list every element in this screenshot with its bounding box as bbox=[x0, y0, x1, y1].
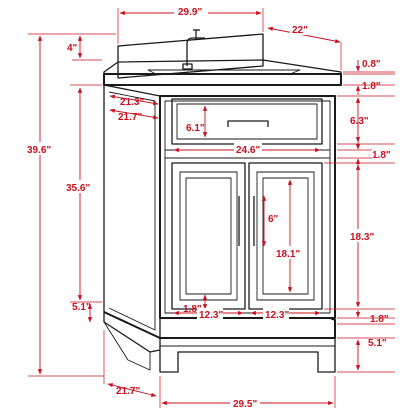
label-side-base-height: 5.1" bbox=[72, 302, 91, 313]
label-side-depth-lower: 21.7" bbox=[118, 112, 142, 123]
cabinet-front bbox=[159, 95, 336, 319]
label-door-width-right: 12.3" bbox=[265, 310, 289, 321]
faucet bbox=[182, 29, 205, 70]
label-cabinet-height: 35.6" bbox=[66, 183, 90, 194]
countertop-top bbox=[103, 59, 342, 75]
label-handle-length: 6" bbox=[268, 214, 279, 225]
label-drawer-height: 6.1" bbox=[186, 123, 205, 134]
label-rail-height: 1.8" bbox=[372, 150, 391, 161]
label-leg-height: 5.1" bbox=[368, 338, 387, 349]
label-total-height: 39.6" bbox=[27, 145, 51, 156]
label-top-depth: 22" bbox=[292, 25, 308, 36]
left-door bbox=[171, 162, 246, 310]
drawer bbox=[171, 98, 323, 145]
right-door bbox=[248, 162, 323, 310]
base-plinth bbox=[103, 311, 336, 373]
label-top-width: 29.9" bbox=[178, 7, 202, 18]
label-top-edge: 1.8" bbox=[362, 81, 381, 92]
label-door-bottom-rail: 1.8" bbox=[183, 304, 202, 315]
label-drawer-gap: 6.3" bbox=[350, 116, 369, 127]
dimension-labels: 29.9" 22" 4" 39.6" 35.6" 5.1" 21.3" 21.7… bbox=[25, 4, 391, 410]
label-base-depth: 21.7" bbox=[116, 386, 140, 397]
label-base-width: 29.5" bbox=[233, 399, 257, 410]
label-base-rail: 1.8" bbox=[370, 314, 389, 325]
label-door-width-left: 12.3" bbox=[199, 310, 223, 321]
sink-basin bbox=[147, 69, 301, 75]
label-door-height: 18.3" bbox=[350, 232, 374, 243]
label-top-thickness: 0.8" bbox=[362, 59, 381, 70]
backsplash bbox=[117, 33, 264, 79]
label-backsplash-height: 4" bbox=[67, 43, 78, 54]
label-door-panel-height: 18.1" bbox=[276, 249, 300, 260]
label-side-depth-upper: 21.3" bbox=[120, 97, 144, 108]
label-drawer-width: 24.6" bbox=[236, 145, 260, 156]
dimension-lines bbox=[28, 8, 395, 408]
